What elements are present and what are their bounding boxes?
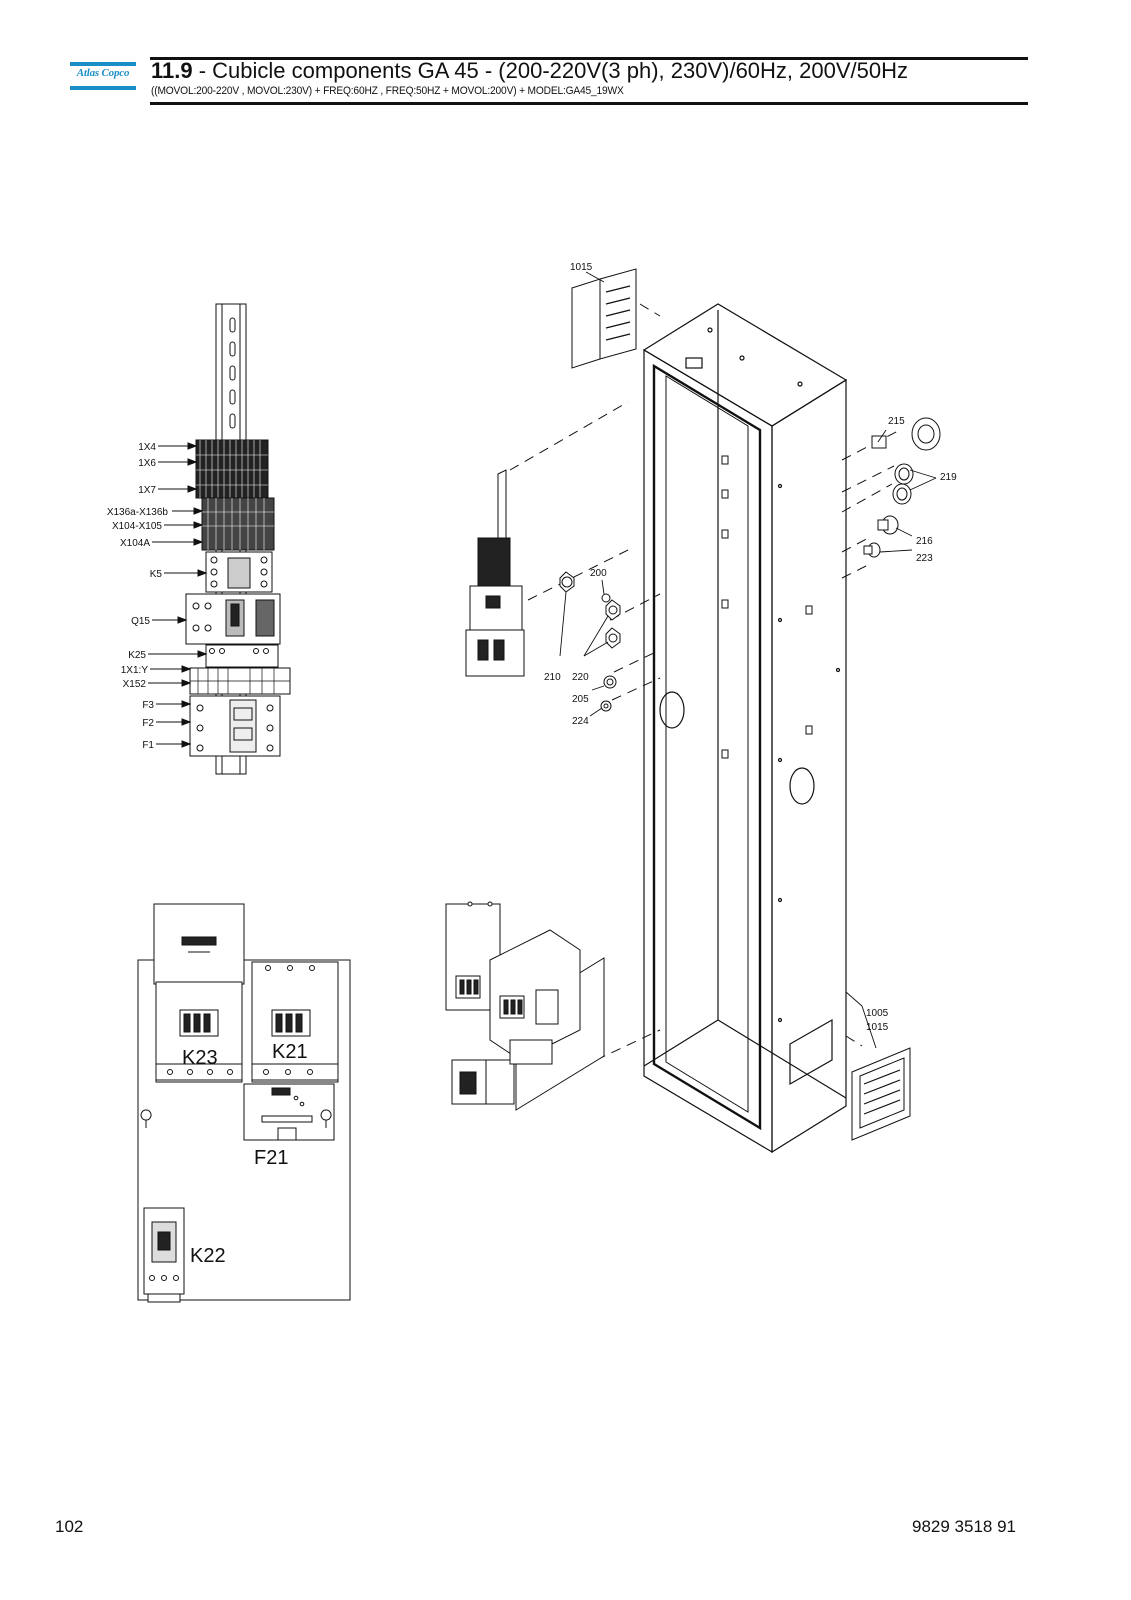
bottom-filter-grille xyxy=(851,1047,911,1141)
brand-wordmark: Atlas Copco xyxy=(76,67,130,79)
callout-1015-top: 1015 xyxy=(570,262,593,273)
label-k23: K23 xyxy=(182,1047,218,1069)
header-rule-bottom xyxy=(150,102,1028,105)
callout-1015-bottom: 1015 xyxy=(866,1022,889,1033)
exploded-rail-center xyxy=(465,469,525,677)
rail-callout-arrows xyxy=(148,442,208,748)
cubicle-frame xyxy=(642,303,848,1154)
callout-1x7: 1X7 xyxy=(138,485,156,496)
callout-223: 223 xyxy=(916,553,933,564)
page-number: 102 xyxy=(55,1517,84,1536)
page-title: 11.9 - Cubicle components GA 45 - (200-2… xyxy=(151,58,908,84)
part-callout-labels: 1015 215 219 216 223 200 210 220 205 224… xyxy=(544,262,957,1033)
callout-f1: F1 xyxy=(142,740,154,751)
rail-callout-labels: 1X4 1X6 1X7 X136a-X136b X104-X105 X104A … xyxy=(107,442,169,751)
callout-205: 205 xyxy=(572,694,589,705)
callout-f2: F2 xyxy=(142,718,154,729)
callout-216: 216 xyxy=(916,536,933,547)
callout-x136a-x136b: X136a-X136b xyxy=(107,507,169,518)
callout-x104-x105: X104-X105 xyxy=(112,521,162,532)
callout-x152: X152 xyxy=(123,679,147,690)
document-number: 9829 3518 91 xyxy=(912,1517,1016,1536)
din-rail-assembly xyxy=(185,303,291,775)
explode-lines xyxy=(509,303,901,1061)
contactor-assembly xyxy=(445,901,605,1111)
callout-219: 219 xyxy=(940,472,957,483)
hardware-parts xyxy=(559,268,941,712)
callout-224: 224 xyxy=(572,716,589,727)
callout-210: 210 xyxy=(544,672,561,683)
header-rule-top xyxy=(150,57,1028,60)
part-leader-lines xyxy=(559,271,937,1049)
page-header: Atlas Copco 11.9 - Cubicle components GA… xyxy=(0,0,1131,110)
section-title: - Cubicle components GA 45 - (200-220V(3… xyxy=(192,58,908,83)
callout-1x6: 1X6 xyxy=(138,458,156,469)
callout-1x4: 1X4 xyxy=(138,442,156,453)
label-k21: K21 xyxy=(272,1041,308,1063)
callout-220: 220 xyxy=(572,672,589,683)
label-f21: F21 xyxy=(254,1147,288,1169)
callout-1x1y: 1X1:Y xyxy=(121,665,149,676)
section-number: 11.9 xyxy=(151,58,193,83)
callout-k25: K25 xyxy=(128,650,146,661)
callout-f3: F3 xyxy=(142,700,154,711)
label-k22: K22 xyxy=(190,1245,226,1267)
mounting-plate-labels: K23 K21 F21 K22 xyxy=(182,1041,308,1267)
page-subtitle: ((MOVOL:200-220V , MOVOL:230V) + FREQ:60… xyxy=(151,85,624,97)
callout-200: 200 xyxy=(590,568,607,579)
callout-k5: K5 xyxy=(150,569,163,580)
callout-x104a: X104A xyxy=(120,538,150,549)
callout-1005: 1005 xyxy=(866,1008,889,1019)
callout-215: 215 xyxy=(888,416,905,427)
mounting-plate-assembly xyxy=(137,903,351,1303)
atlas-copco-logo: Atlas Copco xyxy=(70,62,136,94)
callout-q15: Q15 xyxy=(131,616,150,627)
